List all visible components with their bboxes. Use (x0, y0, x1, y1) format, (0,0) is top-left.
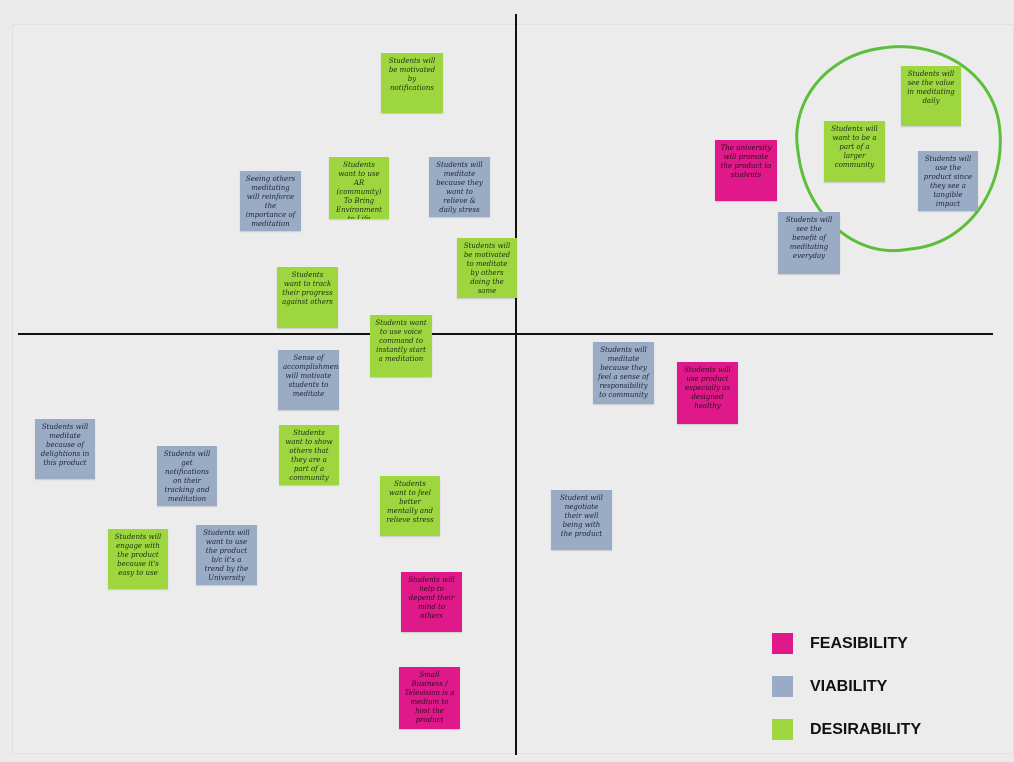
sticky-note[interactable]: Students will see the benefit of meditat… (778, 212, 840, 274)
legend-label-viability: VIABILITY (810, 678, 888, 695)
sticky-note[interactable]: Student will negotiate their well being … (551, 490, 612, 550)
vertical-axis (515, 14, 517, 755)
horizontal-axis (18, 333, 993, 335)
sticky-note[interactable]: Students will meditate because they want… (429, 157, 490, 217)
sticky-note[interactable]: Students will want to use the product b/… (196, 525, 257, 585)
sticky-note[interactable]: Students will meditate because they feel… (593, 342, 654, 404)
sticky-note[interactable]: Students want to use voice command to in… (370, 315, 432, 377)
sticky-note[interactable]: Students will use product especially as … (677, 362, 738, 424)
sticky-note[interactable]: Seeing others meditating will reinforce … (240, 171, 301, 231)
sticky-note[interactable]: Students will be motivated to meditate b… (457, 238, 517, 298)
sticky-note[interactable]: Students want to feel better mentally an… (380, 476, 440, 536)
sticky-note[interactable]: Students will see the value in meditatin… (901, 66, 961, 126)
sticky-note[interactable]: Students will want to be a part of a lar… (824, 121, 885, 182)
sticky-note[interactable]: Students want to track their progress ag… (277, 267, 338, 328)
sticky-note[interactable]: Students will help to depend their mind … (401, 572, 462, 632)
sticky-note[interactable]: Students will get notifications on their… (157, 446, 217, 506)
sticky-note[interactable]: Students will meditate because of deligh… (35, 419, 95, 479)
sticky-note[interactable]: Students will be motivated by notificati… (381, 53, 443, 113)
legend-swatch-desirability (772, 719, 793, 740)
sticky-note[interactable]: The university will promote the product … (715, 140, 777, 201)
sticky-note[interactable]: Small Business / Television is a medium … (399, 667, 460, 729)
sticky-note[interactable]: Students will use the product since they… (918, 151, 978, 211)
legend-swatch-feasibility (772, 633, 793, 654)
legend-label-feasibility: FEASIBILITY (810, 635, 908, 652)
legend-label-desirability: DESIRABILITY (810, 721, 922, 738)
sticky-note[interactable]: Students will engage with the product be… (108, 529, 168, 589)
legend-swatch-viability (772, 676, 793, 697)
sticky-note[interactable]: Students want to show others that they a… (279, 425, 339, 485)
sticky-note[interactable]: Sense of accomplishment will motivate st… (278, 350, 339, 410)
sticky-note[interactable]: Students want to use AR (community) To B… (329, 157, 389, 219)
